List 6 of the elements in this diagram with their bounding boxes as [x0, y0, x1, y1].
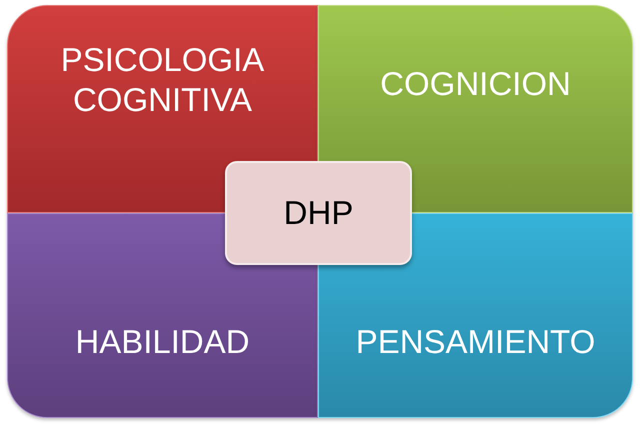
quadrant-label: PSICOLOGIA COGNITIVA — [60, 40, 266, 120]
center-label: DHP — [284, 193, 354, 233]
center-box — [225, 161, 412, 265]
quadrant-label: COGNICION — [380, 64, 571, 104]
quadrant-label: PENSAMIENTO — [356, 322, 596, 362]
quadrant-label: HABILIDAD — [75, 322, 250, 362]
